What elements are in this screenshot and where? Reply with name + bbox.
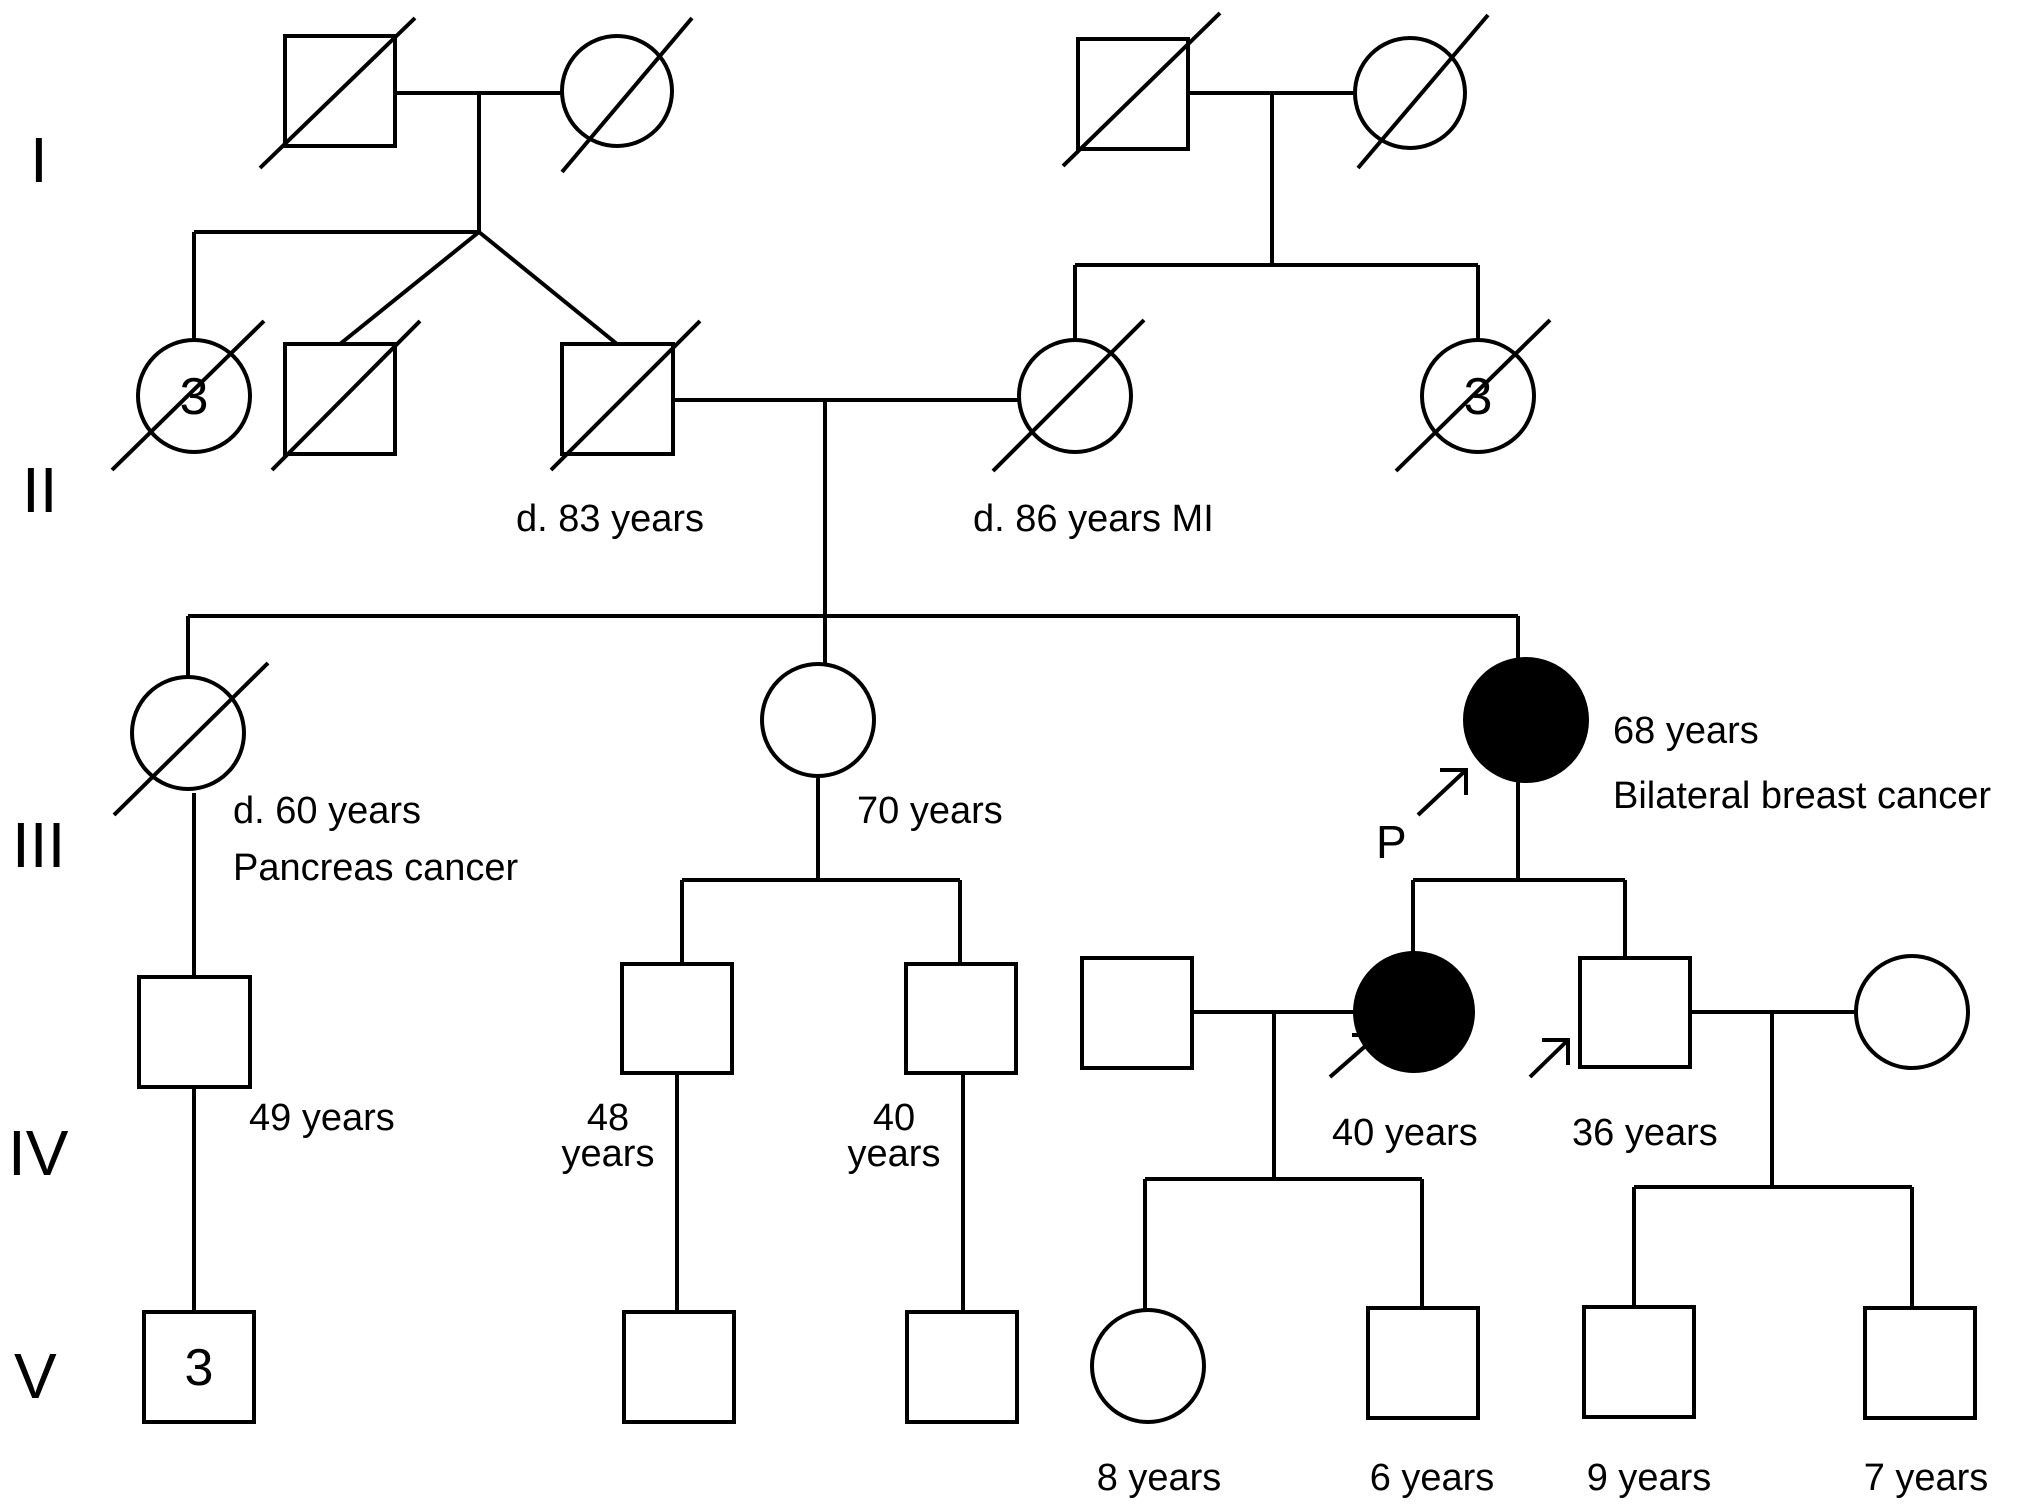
age-label: 40 years: [1332, 1112, 1478, 1154]
symbol-count: 3: [185, 1339, 214, 1397]
age-label: d. 83 years: [516, 498, 704, 540]
symbol-count: 3: [1464, 368, 1493, 426]
age-label: years: [848, 1133, 941, 1175]
female-deceased: [112, 661, 270, 817]
generation-label-iv: IV: [8, 1117, 69, 1189]
female-deceased: [560, 16, 694, 174]
male-deceased: [549, 319, 702, 472]
female-unaffected: [1090, 1308, 1206, 1424]
male-unaffected: [137, 975, 252, 1089]
generation-label-iii: III: [12, 809, 65, 881]
male-unaffected: [905, 1310, 1019, 1424]
generation-v: 3 8 years 6 years 9 years 7 years: [142, 1305, 1989, 1499]
female-deceased-multiple: 3: [1394, 318, 1552, 473]
diagnosis-label: Pancreas cancer: [233, 847, 518, 889]
age-label: 48: [587, 1097, 629, 1139]
generation-ii: 3 d. 83 years d. 86 years MI 3: [110, 318, 1552, 540]
age-label: 9 years: [1587, 1457, 1712, 1499]
age-label: d. 60 years: [233, 790, 421, 832]
female-unaffected: [1854, 954, 1970, 1070]
generation-label-ii: II: [22, 454, 58, 526]
connection-lines: [186, 91, 1914, 1312]
male-unaffected: [1578, 956, 1692, 1069]
male-deceased: [258, 16, 417, 170]
age-label: 68 years: [1613, 710, 1759, 752]
generation-label-v: V: [14, 1340, 57, 1412]
generation-i: [258, 11, 1490, 174]
age-label: 40: [873, 1097, 915, 1139]
male-unaffected: [1863, 1306, 1977, 1420]
male-unaffected: [1582, 1305, 1696, 1419]
male-unaffected: [622, 1310, 736, 1424]
generation-label-i: I: [30, 124, 48, 196]
male-unaffected: [904, 962, 1018, 1075]
carrier-arrow: [1528, 1038, 1570, 1079]
female-deceased: [991, 318, 1146, 473]
age-label: 8 years: [1097, 1457, 1222, 1499]
age-label: 49 years: [249, 1097, 395, 1139]
male-deceased: [1061, 11, 1222, 168]
age-label: 7 years: [1864, 1457, 1989, 1499]
age-label: years: [562, 1133, 655, 1175]
proband-label: P: [1376, 816, 1407, 868]
male-unaffected-multiple: 3: [142, 1310, 256, 1424]
female-affected: [1353, 951, 1475, 1073]
sibship-drop: [477, 230, 619, 346]
proband-arrow: [1416, 768, 1468, 817]
diagnosis-label: Bilateral breast cancer: [1613, 775, 1991, 817]
carrier-arrow: [1328, 1033, 1380, 1079]
age-label: d. 86 years MI: [973, 498, 1214, 540]
male-unaffected: [1080, 956, 1194, 1070]
female-unaffected: [760, 662, 876, 778]
male-unaffected: [620, 962, 734, 1075]
generation-iv: 49 years 48 years 40 years 40 years 36: [137, 951, 1970, 1175]
female-deceased-multiple: 3: [110, 319, 266, 472]
male-unaffected: [1366, 1306, 1480, 1420]
age-label: 36 years: [1572, 1112, 1718, 1154]
sibship-drop: [338, 230, 481, 346]
age-label: 6 years: [1370, 1457, 1495, 1499]
generation-iii: d. 60 years Pancreas cancer 70 years 68 …: [112, 657, 1991, 889]
female-deceased: [1353, 13, 1490, 170]
age-label: 70 years: [857, 790, 1003, 832]
male-deceased: [270, 319, 422, 472]
female-affected: [1463, 657, 1589, 783]
